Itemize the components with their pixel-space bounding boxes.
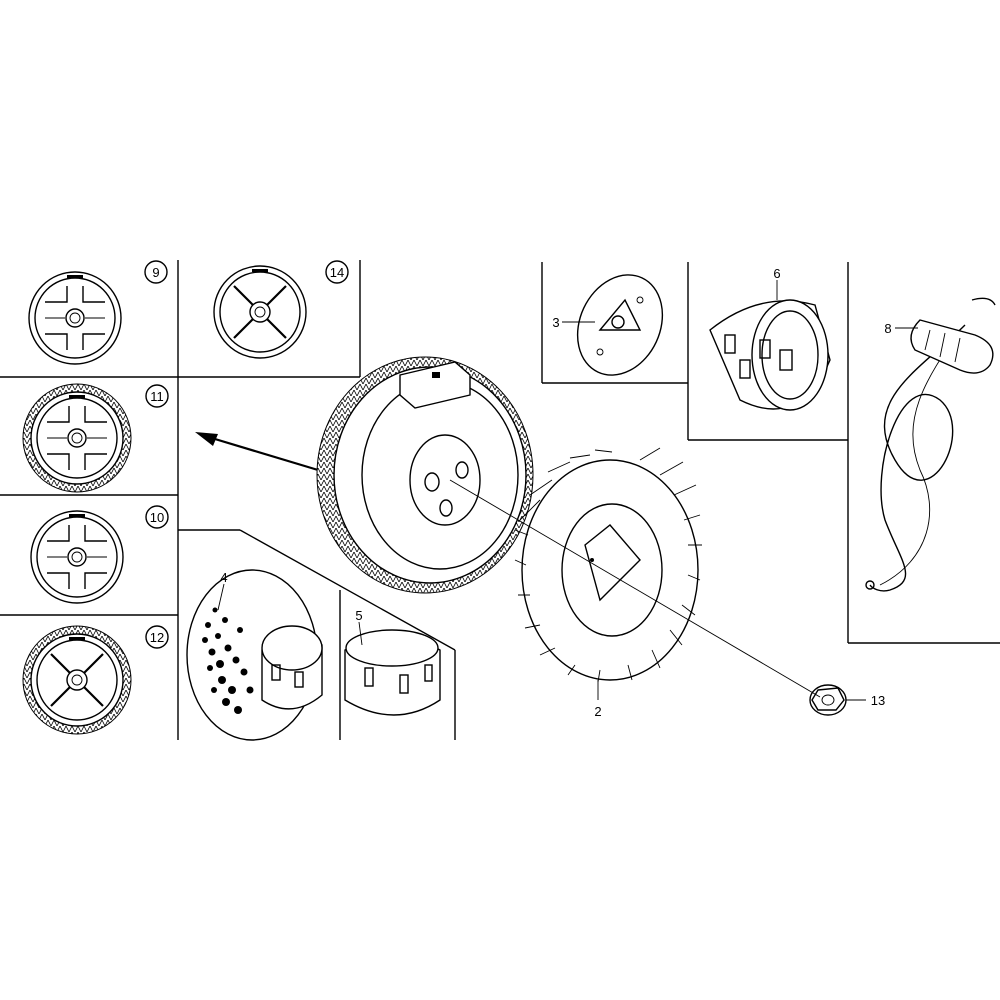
recoil-rope: [865, 324, 966, 592]
callout-text: 12: [150, 630, 164, 645]
assembly-axis: [449, 479, 821, 698]
callout-9: 9: [144, 260, 168, 284]
callout-2: 2: [594, 704, 601, 719]
starter-handle: [910, 297, 996, 374]
callout-text: 9: [152, 265, 159, 280]
callout-3: 3: [552, 315, 559, 330]
rotor-variant-12: [22, 625, 132, 735]
washer: [576, 274, 664, 376]
leader-lines: [217, 280, 918, 701]
callout-10: 10: [145, 505, 169, 529]
frame-lines: [0, 260, 1000, 740]
rotor-variant-14: [212, 264, 308, 360]
callout-6: 6: [773, 266, 780, 281]
rotor-variant-11: [22, 383, 132, 493]
cooling-fan: [514, 447, 702, 683]
rotor-variant-10: [30, 510, 124, 604]
direction-arrow: [195, 432, 319, 472]
flange-nut: [809, 684, 847, 716]
starter-pulley: [186, 569, 323, 741]
starter-cup: [709, 299, 831, 411]
callout-8: 8: [884, 321, 891, 336]
callout-text: 14: [330, 265, 344, 280]
callout-12: 12: [145, 625, 169, 649]
callout-text: 11: [150, 389, 164, 404]
callout-14: 14: [325, 260, 349, 284]
callout-13: 13: [871, 693, 885, 708]
rotor-variant-9: [28, 271, 122, 365]
callout-4: 4: [220, 570, 227, 585]
pulley-hub: [344, 629, 441, 716]
callout-11: 11: [145, 384, 169, 408]
flywheel: [316, 356, 534, 594]
callout-text: 10: [150, 510, 164, 525]
callout-5: 5: [355, 608, 362, 623]
